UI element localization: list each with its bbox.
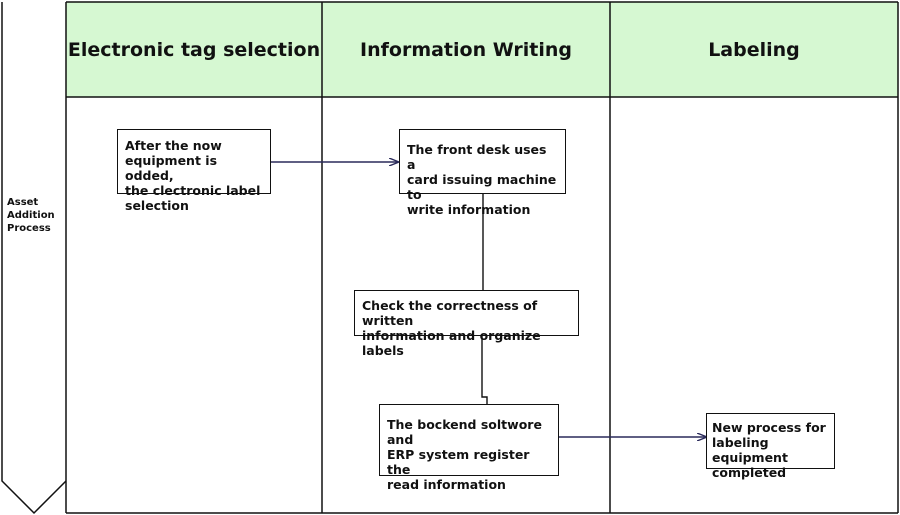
step-register-information: The bockend soltwore and ERP system regi… xyxy=(379,404,559,492)
step-label-selection: After the now equipment is odded, the cl… xyxy=(117,129,271,213)
lane-header-tag-selection: Electronic tag selection xyxy=(66,2,322,97)
lane-header-labeling: Labeling xyxy=(610,2,898,97)
step-check-correctness: Check the correctness of written informa… xyxy=(354,290,579,358)
lane-title: Labeling xyxy=(708,38,800,61)
lane-header-information-writing: Information Writing xyxy=(322,2,610,97)
step-process-completed: New process for labeling equipment compl… xyxy=(706,413,835,480)
lane-title: Information Writing xyxy=(360,38,572,61)
step-write-information: The front desk uses a card issuing machi… xyxy=(399,129,566,217)
pool-pointer xyxy=(1,2,67,515)
connector-s3-s4 xyxy=(481,336,488,404)
lane-title: Electronic tag selection xyxy=(67,38,321,61)
pool-label: Asset Addition Process xyxy=(7,197,55,234)
